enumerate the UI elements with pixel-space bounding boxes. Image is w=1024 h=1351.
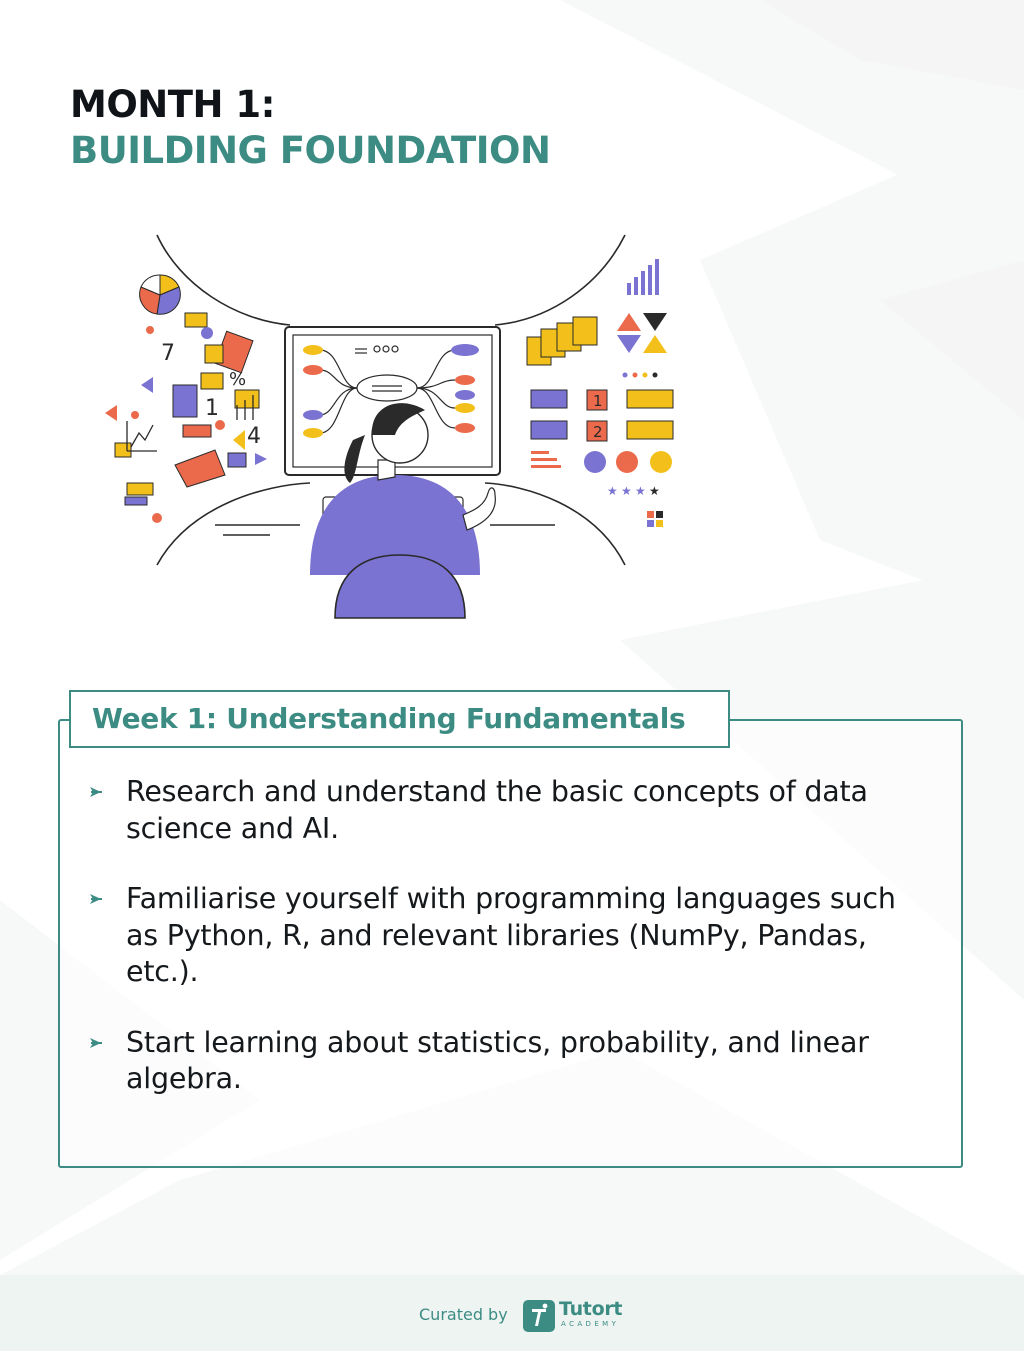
tutort-logo-icon [523,1300,555,1332]
task-item: Research and understand the basic concep… [88,774,918,847]
svg-text:★: ★ [607,484,618,498]
page-title: MONTH 1: BUILDING FOUNDATION [70,82,551,174]
number-4-glyph: 4 [247,424,261,449]
week-heading: Week 1: Understanding Fundamentals [69,690,730,748]
svg-text:★: ★ [635,484,646,498]
footer [0,1275,1024,1351]
arrow-bullet-icon [90,1037,102,1048]
brand-name: Tutort [559,1298,623,1320]
svg-text:★: ★ [649,484,660,498]
number-1-tag: 1 [593,392,603,410]
percent-glyph: % [229,369,246,390]
number-7-glyph: 7 [161,341,175,366]
task-text: Start learning about statistics, probabi… [126,1025,869,1096]
month-label: MONTH 1: [70,83,275,126]
arrow-bullet-icon [90,894,102,904]
person-at-computer-illustration: 7 1 4 % 1 2 ★★★ ★ [105,234,674,619]
task-list: Research and understand the basic concep… [88,774,918,1098]
task-text: Research and understand the basic concep… [126,775,868,845]
brand-subtitle: ACADEMY [561,1320,620,1328]
number-1-glyph: 1 [205,396,219,421]
task-item: Familiarise yourself with programming la… [88,881,918,991]
curated-by-label: Curated by [419,1305,508,1324]
month-theme: BUILDING FOUNDATION [70,129,551,172]
task-item: Start learning about statistics, probabi… [88,1025,918,1098]
svg-text:★: ★ [621,484,632,498]
week-card [58,719,963,1168]
arrow-bullet-icon [90,787,102,797]
number-2-tag: 2 [593,423,603,441]
task-text: Familiarise yourself with programming la… [126,882,896,988]
